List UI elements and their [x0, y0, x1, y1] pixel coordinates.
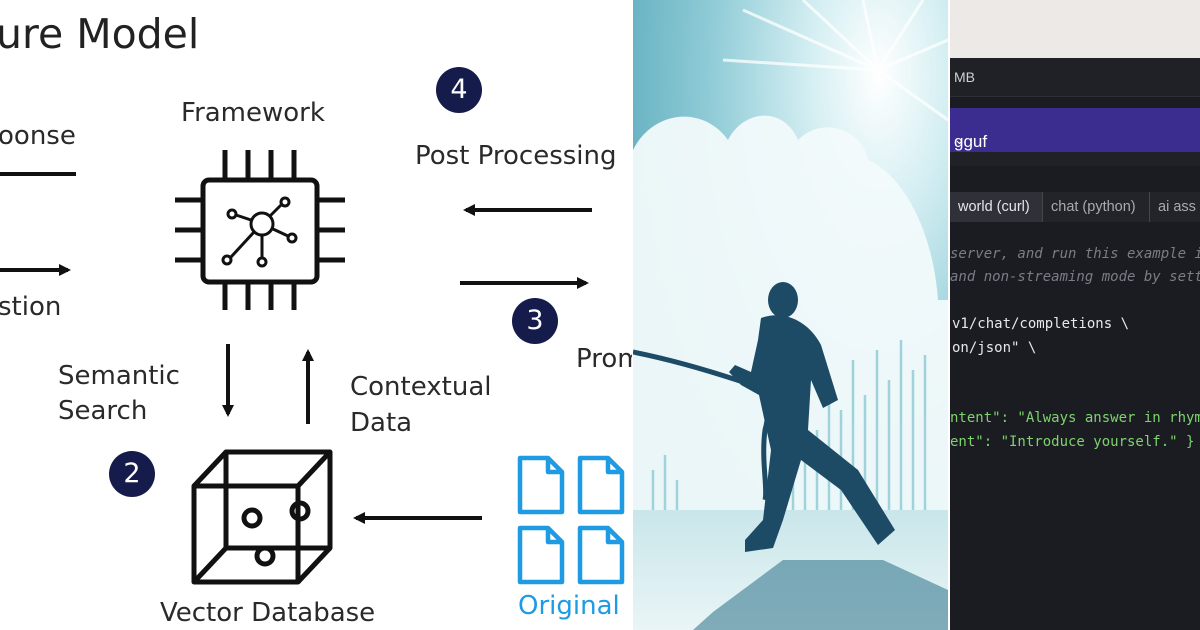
person-silhouette: [729, 282, 895, 552]
vector-database-label: Vector Database: [160, 598, 376, 628]
code-line-1: server, and run this example i: [950, 246, 1200, 262]
diagram-graphics: [0, 150, 625, 585]
vector-database-cube-icon: [191, 449, 333, 585]
code-line-5: ntent": "Always answer in rhym: [950, 410, 1200, 426]
framework-chip-icon: [175, 150, 345, 310]
step-badge-3: 3: [512, 298, 558, 344]
window-top-area: [950, 0, 1200, 58]
separator-bar: [950, 152, 1200, 166]
diagram-title: ure Model: [0, 10, 200, 58]
prompt-label: Prom: [576, 344, 632, 374]
original-label: Original: [518, 591, 620, 621]
code-line-6: ent": "Introduce yourself." }: [950, 434, 1195, 450]
response-label: oonse: [0, 121, 76, 151]
chevron-down-icon: ⌄: [954, 132, 965, 147]
question-label: stion: [0, 292, 62, 322]
document-icons: [517, 455, 625, 585]
step-badge-2: 2: [109, 451, 155, 497]
post-processing-label: Post Processing: [415, 141, 617, 171]
step-badge-4: 4: [436, 67, 482, 113]
example-tabs: world (curl) chat (python) ai ass: [950, 192, 1200, 222]
semantic-search-label-1: Semantic: [58, 361, 180, 391]
model-name-text: gguf: [954, 132, 988, 151]
code-line-4: on/json" \: [952, 340, 1037, 356]
code-editor-panel: MB gguf ⌄ world (curl) chat (python) ai …: [950, 0, 1200, 630]
semantic-search-label-2: Search: [58, 396, 148, 426]
info-bar: MB: [950, 58, 1200, 97]
illustration-graphics: [633, 0, 948, 630]
tug-of-war-illustration: [633, 0, 948, 630]
architecture-diagram-panel: ure Model Framework oonse stion Post Pro…: [0, 10, 632, 628]
code-line-3: v1/chat/completions \: [952, 316, 1130, 332]
tab-curl[interactable]: world (curl): [950, 192, 1043, 222]
memory-label: MB: [954, 69, 975, 85]
contextual-data-label-1: Contextual: [350, 372, 492, 402]
shadow: [693, 560, 948, 630]
model-selector[interactable]: gguf ⌄: [950, 108, 1200, 152]
sun-rays: [722, 0, 948, 122]
contextual-data-label-2: Data: [350, 408, 413, 438]
tab-python[interactable]: chat (python): [1043, 192, 1150, 222]
tab-ai-assistant[interactable]: ai ass: [1150, 192, 1200, 222]
framework-label: Framework: [181, 98, 325, 128]
code-line-2: and non-streaming mode by sett: [950, 269, 1200, 285]
